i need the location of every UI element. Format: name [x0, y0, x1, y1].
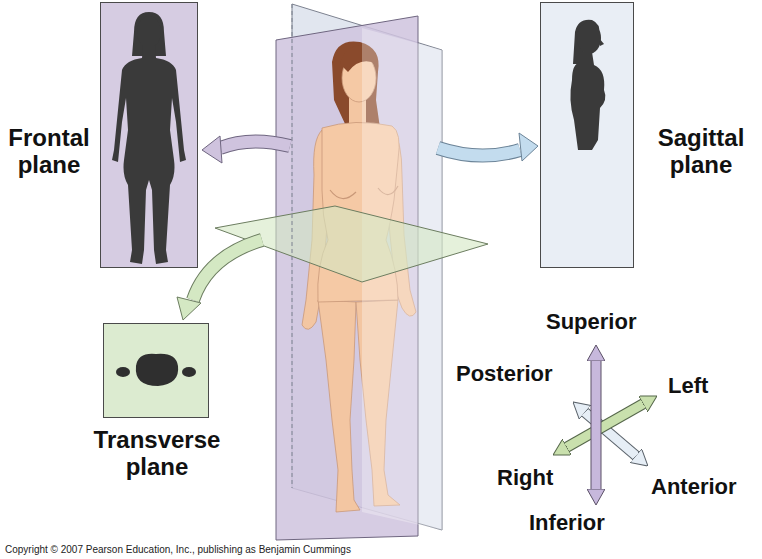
silhouette-head	[137, 16, 161, 48]
copyright-notice: Copyright © 2007 Pearson Education, Inc.…	[3, 545, 353, 555]
left-right-arrow	[565, 403, 645, 448]
silhouette-body	[570, 52, 605, 150]
plane-panel: Transverse plane	[103, 323, 209, 418]
superior-inferior-arrow	[592, 359, 601, 491]
plane-sheen	[362, 28, 442, 530]
direction-label: Inferior	[529, 512, 605, 534]
compass-shaft-outline	[591, 359, 602, 491]
direction-label: Left	[668, 375, 708, 397]
direction-label: Posterior	[456, 363, 553, 385]
plane-arrow-outline	[193, 240, 262, 300]
plane-arrow-head	[519, 133, 538, 161]
plane-arrow-head	[202, 136, 222, 163]
plane-arrow-outline	[438, 148, 520, 156]
direction-label: Superior	[546, 311, 636, 333]
sagittal-panel-ground	[540, 2, 634, 268]
transverse-panel-ground	[103, 323, 209, 418]
plane-panel: Sagittal plane	[540, 2, 634, 268]
direction-label: Right	[497, 467, 553, 489]
plane-edge	[292, 4, 293, 488]
plane-panel: Frontal plane	[100, 2, 198, 268]
plane-arrow-head	[177, 297, 201, 320]
compass-shaft-outline	[565, 403, 645, 448]
sagittal-silhouette	[570, 20, 605, 150]
figure-contour	[330, 190, 356, 199]
plane-name: Frontal plane	[1, 125, 97, 179]
frontal-silhouette	[112, 12, 186, 264]
plane-arrow-outline	[220, 141, 290, 148]
direction-label: Anterior	[651, 476, 737, 498]
plane-arrow	[193, 240, 262, 300]
section-arm	[182, 367, 196, 377]
plane-name: Transverse plane	[78, 427, 236, 481]
silhouette-nose	[599, 38, 604, 46]
silhouette-body	[112, 46, 186, 264]
section-trunk	[136, 354, 178, 386]
plane-name: Sagittal plane	[645, 125, 757, 179]
section-arm	[116, 367, 130, 377]
plane-arrow	[220, 141, 290, 148]
frontal-panel-ground	[100, 2, 198, 268]
figure-leg	[318, 300, 360, 512]
transverse-section	[116, 354, 196, 386]
plane-arrow	[438, 148, 520, 156]
silhouette-head	[577, 22, 601, 54]
